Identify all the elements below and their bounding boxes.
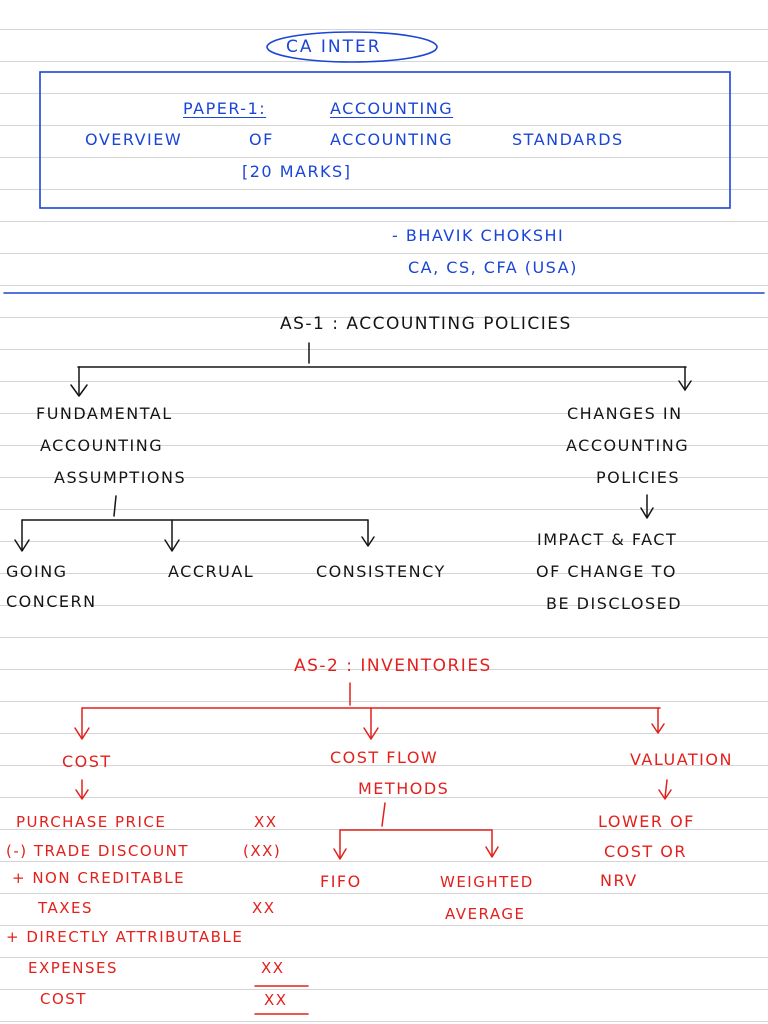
method-weighted-line-1: WEIGHTED: [440, 873, 534, 891]
changes-line-1: CHANGES IN: [567, 404, 683, 423]
valuation-rule-line-3: NRV: [600, 871, 638, 890]
cost-total-label: COST: [40, 990, 87, 1008]
fundamental-stem: [113, 495, 117, 517]
changes-line-2: ACCOUNTING: [566, 436, 690, 455]
topic-standards: STANDARDS: [512, 130, 624, 149]
badge-ellipse: [266, 31, 438, 63]
valuation-rule-line-1: LOWER OF: [598, 812, 695, 831]
consistency: CONSISTENCY: [316, 562, 446, 581]
going-concern-line-2: CONCERN: [6, 592, 97, 611]
methods-stem: [381, 802, 386, 827]
method-weighted-line-2: AVERAGE: [445, 905, 526, 923]
cost-item-label: TAXES: [38, 899, 94, 917]
cost-item-label: + DIRECTLY ATTRIBUTABLE: [6, 928, 244, 946]
title-box: [39, 71, 731, 209]
impact-line-2: OF CHANGE TO: [536, 562, 677, 581]
cost-item-label: EXPENSES: [28, 959, 119, 977]
author-credentials: CA, CS, CFA (USA): [408, 258, 578, 277]
topic-of: OF: [249, 130, 274, 149]
fundamental-line-2: ACCOUNTING: [40, 436, 164, 455]
cost-heading: COST: [62, 752, 112, 771]
cost-item-label: + NON CREDITABLE: [12, 869, 186, 887]
accrual: ACCRUAL: [168, 562, 255, 581]
marks-label: [20 MARKS]: [242, 162, 352, 181]
as1-title: AS-1 : ACCOUNTING POLICIES: [280, 314, 572, 334]
cost-item-label: PURCHASE PRICE: [16, 813, 167, 831]
topic-overview: OVERVIEW: [85, 130, 183, 149]
method-fifo: FIFO: [320, 872, 362, 891]
cost-total-amount: XX: [264, 991, 288, 1009]
as2-title: AS-2 : INVENTORIES: [294, 656, 492, 676]
arrow-valuation-rule: [664, 779, 668, 799]
cost-item-amount: XX: [254, 813, 278, 831]
cost-flow-line-2: METHODS: [358, 779, 450, 798]
paper-subject: ACCOUNTING: [330, 99, 454, 118]
impact-line-3: BE DISCLOSED: [546, 594, 683, 613]
impact-line-1: IMPACT & FACT: [537, 530, 678, 549]
cost-item-amount: XX: [261, 959, 285, 977]
cost-flow-line-1: COST FLOW: [330, 748, 439, 767]
course-badge: CA INTER: [286, 37, 382, 57]
changes-line-3: POLICIES: [596, 468, 681, 487]
topic-accounting: ACCOUNTING: [330, 130, 454, 149]
valuation-heading: VALUATION: [630, 750, 733, 769]
fundamental-line-1: FUNDAMENTAL: [36, 404, 173, 423]
cost-item-label: (-) TRADE DISCOUNT: [6, 842, 190, 860]
cost-item-amount: (XX): [243, 842, 282, 860]
fundamental-line-3: ASSUMPTIONS: [54, 468, 187, 487]
valuation-rule-line-2: COST OR: [604, 842, 687, 861]
paper-number: PAPER-1:: [183, 99, 267, 118]
cost-item-amount: XX: [252, 899, 276, 917]
author-name: - BHAVIK CHOKSHI: [392, 226, 565, 245]
going-concern-line-1: GOING: [6, 562, 68, 581]
